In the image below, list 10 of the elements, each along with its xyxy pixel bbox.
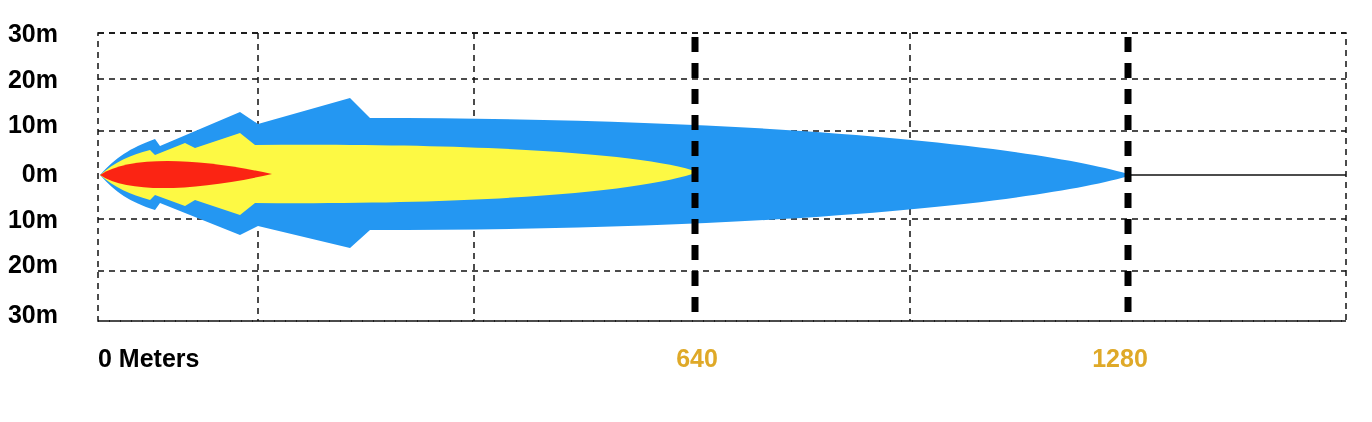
axis-label: 30m xyxy=(7,20,58,46)
axis-label: 0m xyxy=(21,160,58,186)
axis-label: 10m xyxy=(7,206,58,232)
axis-label: 30m xyxy=(7,301,58,327)
axis-label: 10m xyxy=(7,111,58,137)
axis-label: 20m xyxy=(7,251,58,277)
axis-label: 640 xyxy=(676,345,718,371)
axis-label: 20m xyxy=(7,66,58,92)
axis-label: 1280 xyxy=(1092,345,1148,371)
axis-label: 0 Meters xyxy=(98,345,200,371)
